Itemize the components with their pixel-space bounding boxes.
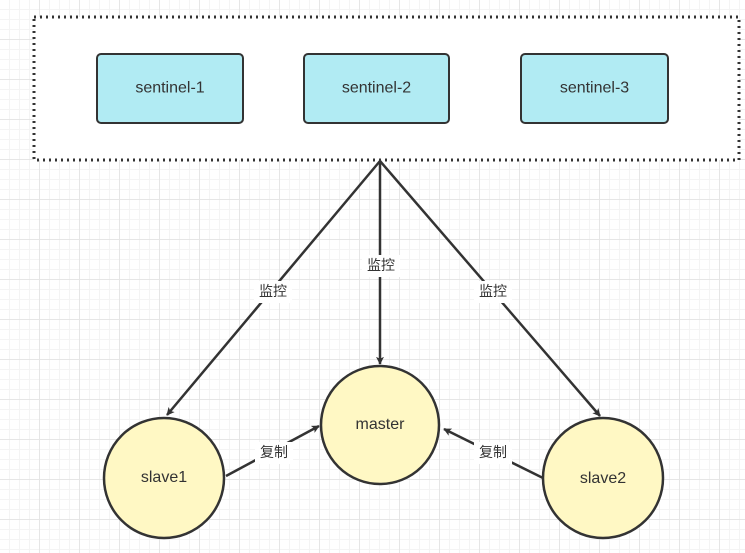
replicate-label-slave2-text: 复制	[479, 444, 507, 461]
sentinel-box-3: sentinel-3	[520, 53, 669, 124]
sentinel-box-2-label: sentinel-2	[342, 80, 411, 97]
master-node: master	[319, 364, 441, 486]
slave1-node-label: slave1	[141, 469, 187, 486]
master-node-shape	[319, 364, 441, 486]
monitor-label-slave1-bg	[254, 281, 292, 303]
slave2-node-label: slave2	[580, 470, 626, 487]
master-node-label: master	[356, 416, 406, 433]
replicate-label-slave2: 复制	[474, 442, 512, 464]
monitor-label-master-bg	[362, 255, 400, 277]
replicate-label-slave1-bg	[255, 442, 293, 464]
replicate-label-slave1-text: 复制	[260, 444, 288, 461]
slave1-node-shape	[102, 416, 226, 540]
sentinel-box-1-shape	[96, 53, 244, 124]
monitor-label-master: 监控	[362, 255, 400, 277]
monitor-label-slave1-text: 监控	[259, 284, 287, 300]
sentinel-box-1: sentinel-1	[96, 53, 244, 124]
slave2-node-shape	[541, 416, 665, 540]
slave2-node: slave2	[541, 416, 665, 540]
monitor-label-slave1: 监控	[254, 281, 292, 303]
replicate-label-slave1: 复制	[255, 442, 293, 464]
slave1-node: slave1	[102, 416, 226, 540]
monitor-label-slave2-text: 监控	[479, 284, 507, 300]
sentinel-box-2-shape	[303, 53, 450, 124]
monitor-label-slave2: 监控	[474, 281, 512, 303]
sentinel-box-3-shape	[520, 53, 669, 124]
sentinel-box-3-label: sentinel-3	[560, 80, 629, 97]
monitor-label-master-text: 监控	[367, 258, 395, 274]
replicate-label-slave2-bg	[474, 442, 512, 464]
monitor-label-slave2-bg	[474, 281, 512, 303]
sentinel-box-2: sentinel-2	[303, 53, 450, 124]
sentinel-box-1-label: sentinel-1	[135, 80, 204, 97]
